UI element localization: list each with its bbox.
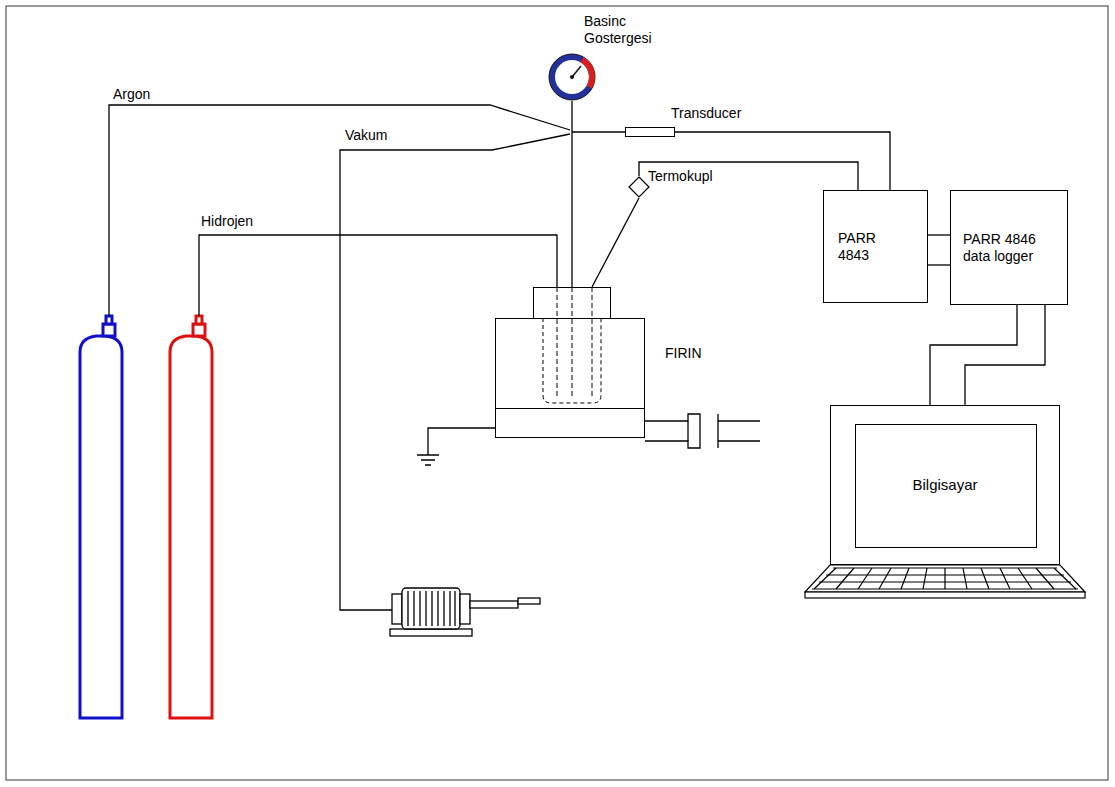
ground-wire (428, 428, 495, 455)
part-label: Basinc Gostergesi (584, 13, 666, 47)
power-plug (645, 414, 760, 448)
line-label: Hidrojen (201, 213, 253, 230)
argon-cylinder (106, 316, 112, 324)
hydrogen-cylinder (170, 336, 212, 718)
signal-wire (965, 305, 1045, 405)
vacuum-pump (402, 588, 460, 629)
vacuum-pump (460, 594, 470, 624)
signal-wire (928, 234, 950, 235)
hydrogen-cylinder (193, 324, 205, 336)
furnace: FIRIN (495, 287, 645, 438)
box-label: PARR 4843 (838, 230, 890, 264)
laptop-keyboard (814, 568, 1076, 589)
box-label: Bilgisayar (912, 476, 977, 494)
ground-wire (417, 428, 495, 465)
transducer-line (572, 131, 625, 132)
vacuum-pump (390, 629, 472, 636)
vacuum-pump (408, 591, 455, 626)
line-label: Argon (113, 86, 150, 103)
furnace-body (496, 409, 645, 438)
thermocouple-shape (629, 177, 649, 197)
ground-wire (417, 455, 439, 465)
frame (6, 6, 1108, 780)
power-plug (718, 414, 760, 448)
computer-screen: Bilgisayar (830, 405, 1060, 565)
part-label: Termokupl (648, 168, 713, 185)
argon-cylinder (80, 336, 122, 718)
furnace-body (557, 287, 592, 397)
data-logger-box: PARR 4846 data logger (950, 190, 1068, 305)
vacuum-pump (518, 598, 540, 604)
laptop-keyboard (812, 568, 1078, 589)
signal-wire (639, 162, 858, 190)
signal-wire (928, 264, 950, 265)
part-label: Transducer (671, 105, 741, 122)
furnace-body (495, 287, 645, 438)
vacuum-pump (470, 601, 518, 608)
gauge-dial (549, 54, 595, 100)
gauge-dial (548, 53, 596, 101)
thermocouple-shape (628, 176, 650, 198)
signal-wire (930, 305, 1017, 405)
hydrogen-cylinder (170, 316, 212, 718)
signal-wire (592, 198, 639, 287)
thermocouple-symbol: Termokupl (628, 176, 650, 198)
hydrogen-cylinder (196, 316, 202, 324)
gauge-dial (582, 60, 592, 87)
power-plug (687, 421, 688, 441)
box-label: PARR 4846 data logger (963, 231, 1039, 265)
gauge-dial (555, 60, 589, 94)
laptop-keyboard (805, 592, 1085, 598)
argon-cylinder (80, 316, 122, 718)
controller-box: PARR 4843 (823, 190, 928, 303)
argon-cylinder (103, 324, 115, 336)
line-label: Vakum (345, 127, 388, 144)
pressure-gauge: Basinc Gostergesi (548, 53, 596, 101)
furnace-body (496, 319, 645, 409)
laptop-keyboard (805, 565, 1085, 598)
gauge-dial (570, 75, 574, 79)
vacuum-pump (390, 588, 540, 636)
laptop-keyboard (805, 565, 1085, 592)
transducer-box: Transducer (625, 127, 675, 137)
part-label: FIRIN (665, 345, 702, 362)
power-plug (645, 414, 700, 448)
vacuum-pump (392, 594, 402, 624)
signal-wire (571, 101, 572, 287)
hydrogen-line (199, 235, 557, 316)
gauge-dial (572, 66, 581, 77)
